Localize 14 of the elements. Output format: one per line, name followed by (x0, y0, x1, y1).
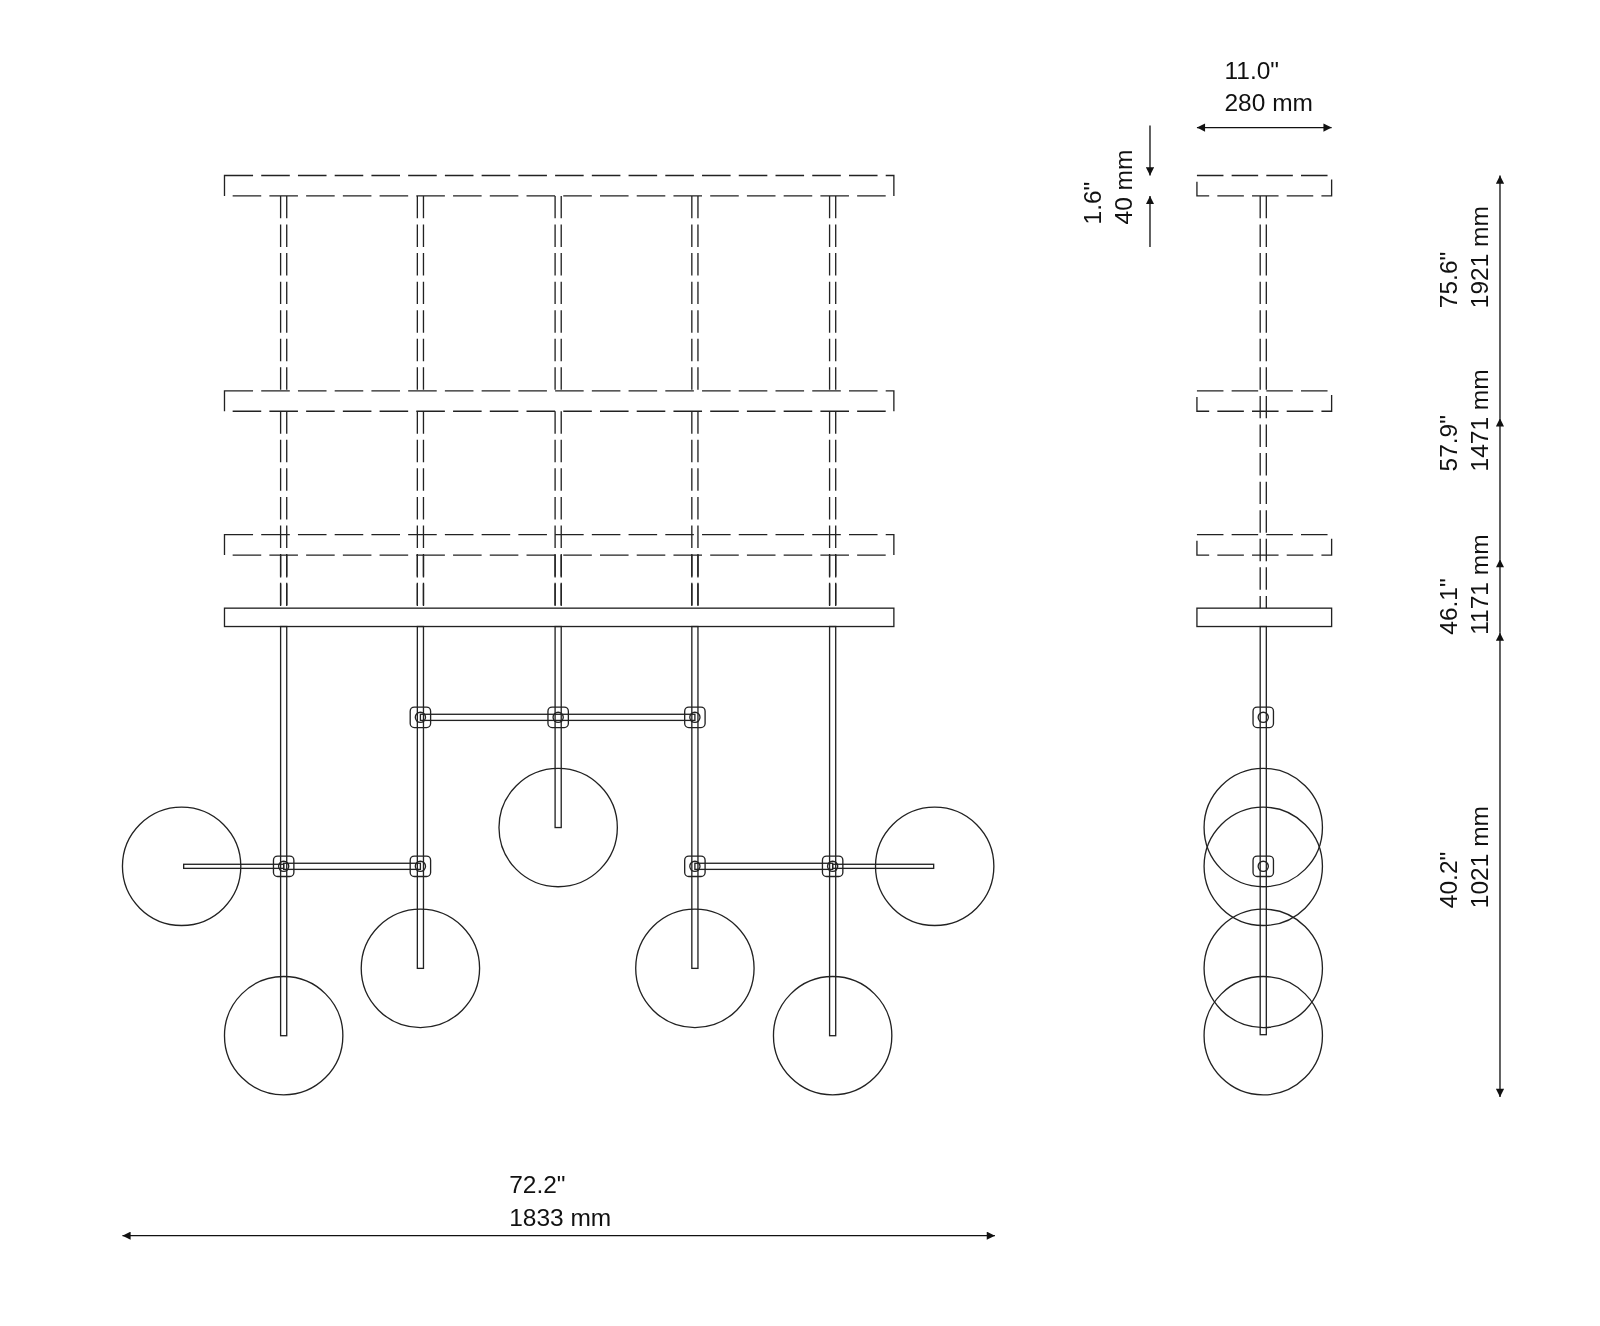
dimension-label: 1021 mm (1466, 806, 1493, 909)
dimension-label: 11.0" (1224, 57, 1279, 84)
dimension-label: 1.6" (1079, 181, 1107, 225)
dimension-label: 1833 mm (509, 1204, 612, 1231)
dimension-label: 1921 mm (1466, 206, 1493, 309)
dimension-label: 46.1" (1435, 578, 1463, 635)
dimension-label: 40 mm (1110, 149, 1137, 225)
dimension-label: 40.2" (1435, 851, 1463, 909)
dimension-label: 75.6" (1435, 251, 1463, 309)
dimension-label: 1471 mm (1466, 369, 1493, 472)
dimension-label: 280 mm (1224, 89, 1313, 117)
dimension-label: 72.2" (509, 1171, 566, 1198)
dimension-label: 57.9" (1435, 415, 1463, 472)
dimension-label: 1171 mm (1466, 534, 1493, 635)
